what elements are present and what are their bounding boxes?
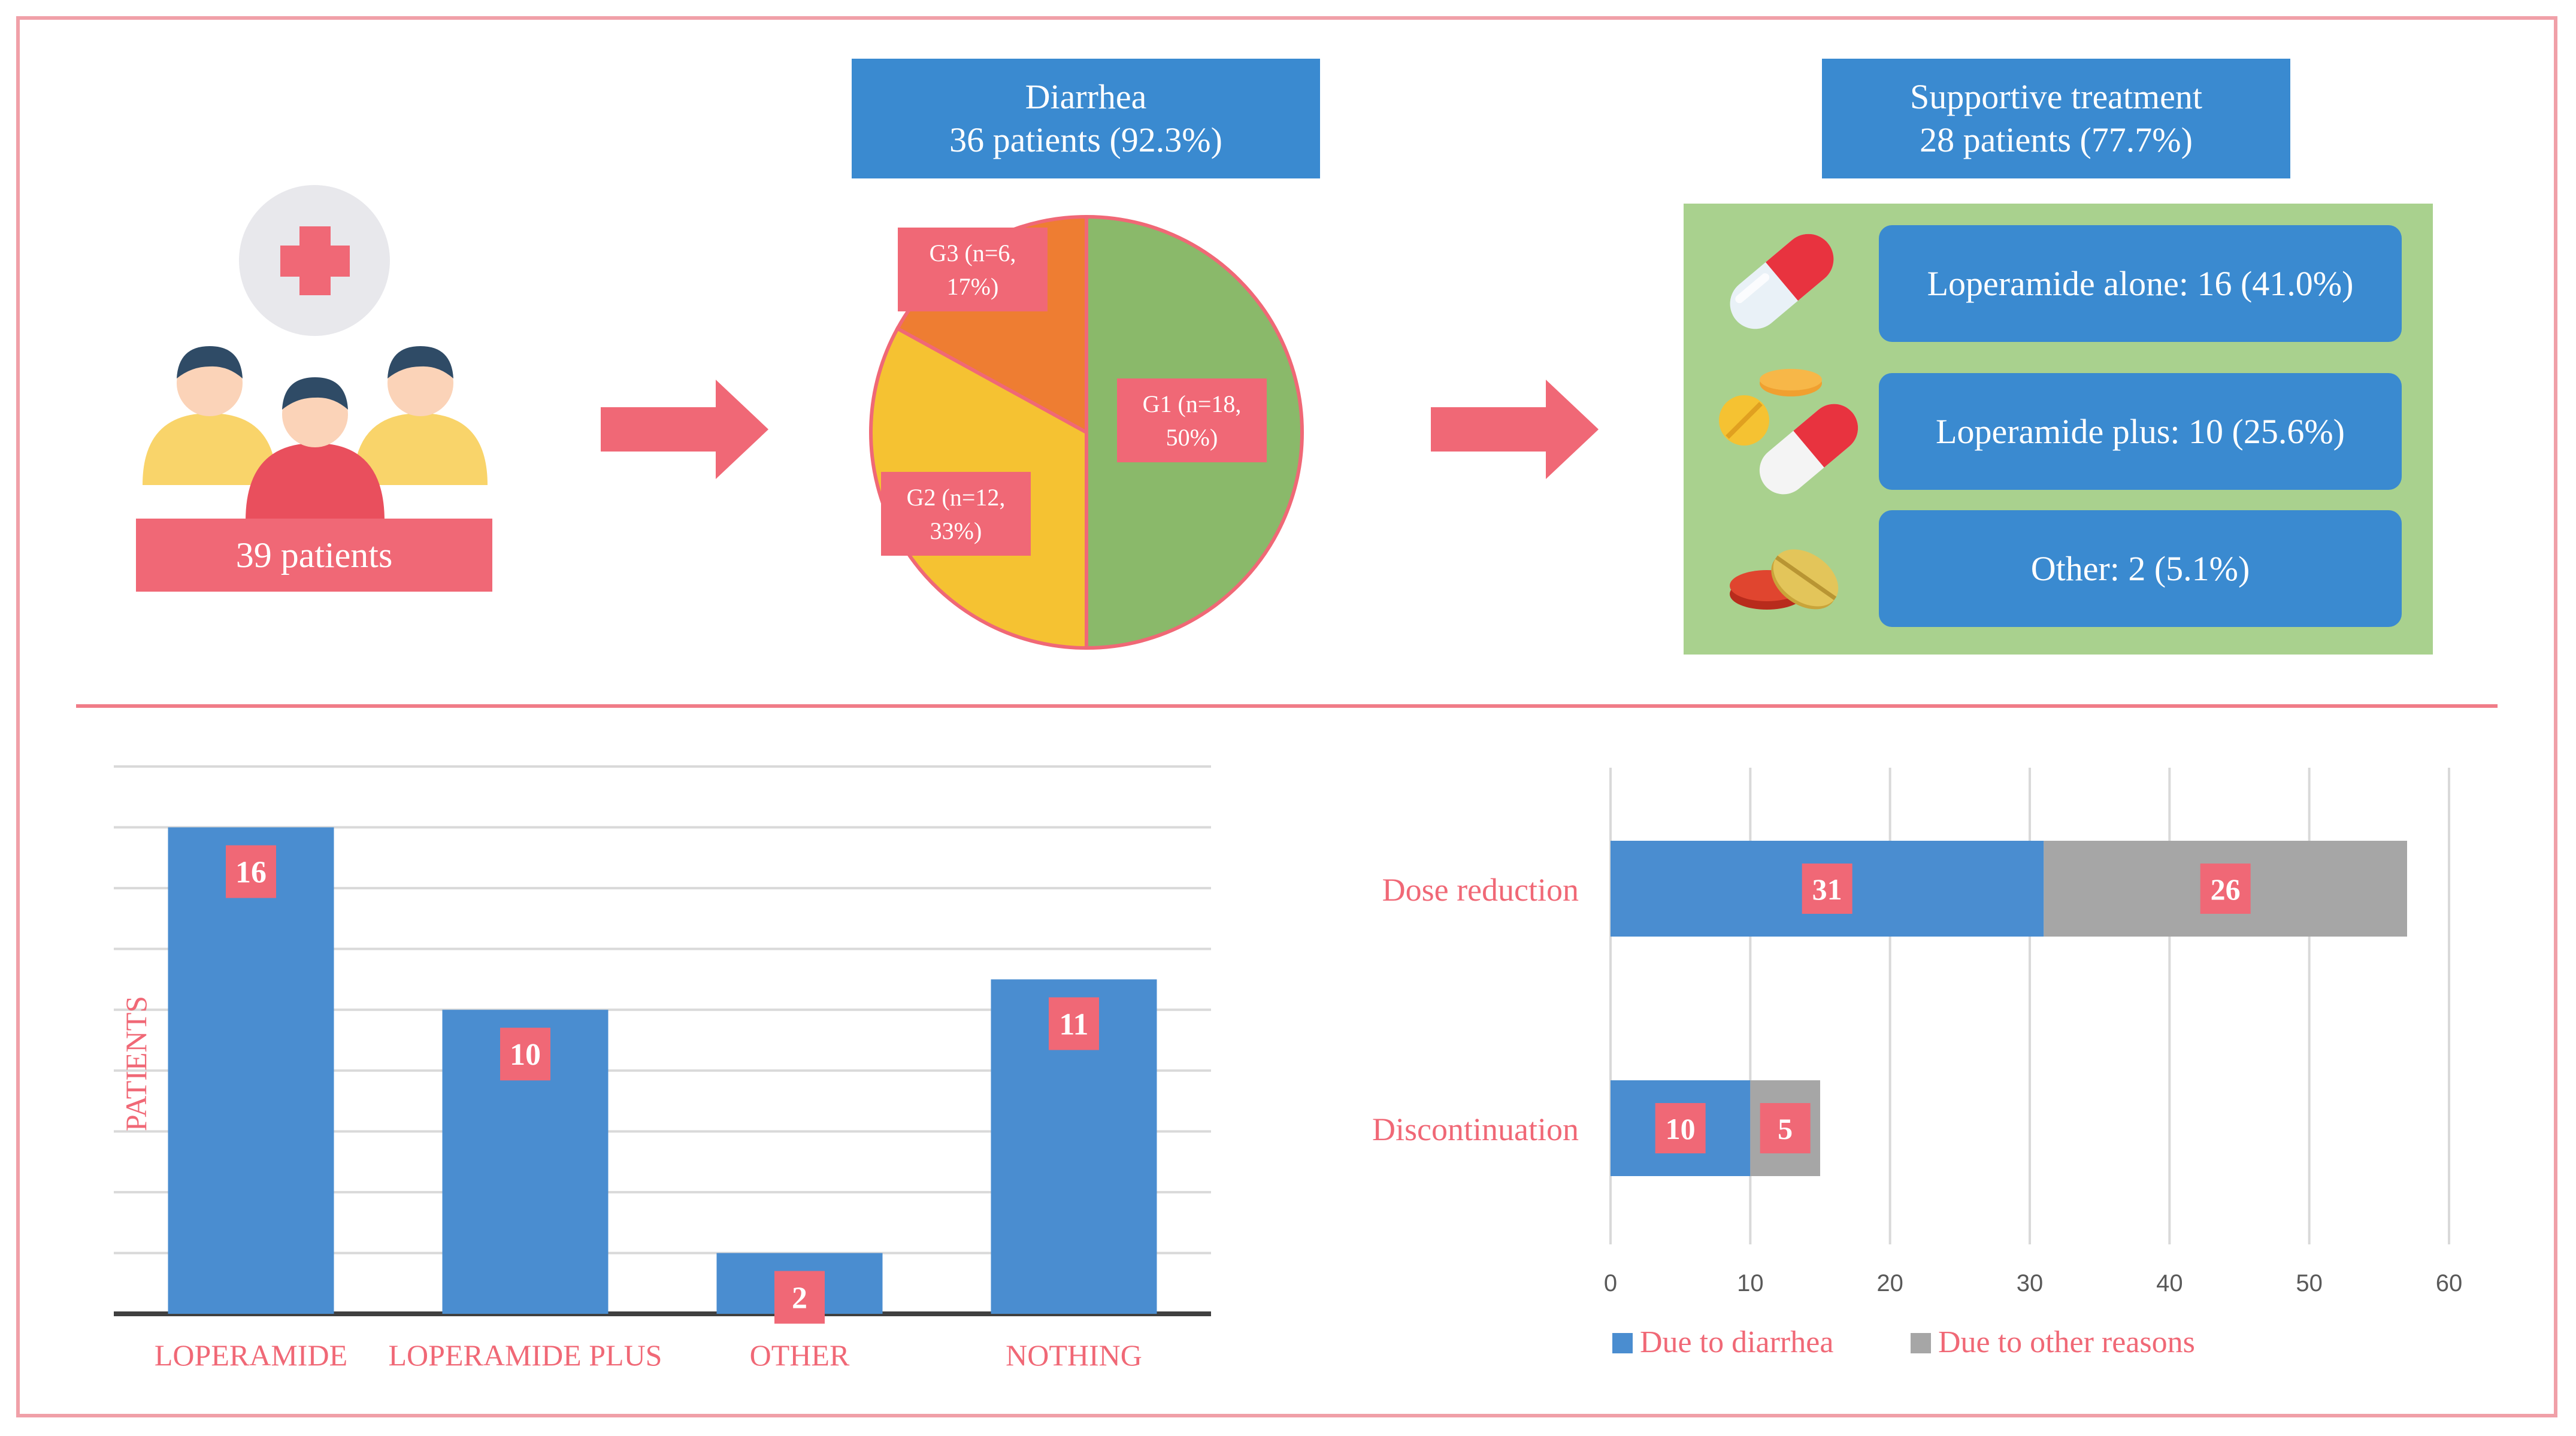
diarrhea-title: Diarrhea [1025,77,1147,116]
section-divider [76,704,2498,708]
treatment-loperamide-plus: Loperamide plus: 10 (25.6%) [1879,373,2402,490]
treatment-other: Other: 2 (5.1%) [1879,510,2402,627]
treatment-loperamide-alone: Loperamide alone: 16 (41.0%) [1879,225,2402,342]
diarrhea-header: Diarrhea 36 patients (92.3%) [852,59,1320,178]
figure-frame [16,16,2557,1417]
supportive-count: 28 patients (77.7%) [1920,120,2193,159]
supportive-treatment-header: Supportive treatment 28 patients (77.7%) [1822,59,2290,178]
patients-count-label: 39 patients [136,519,492,592]
diarrhea-count: 36 patients (92.3%) [949,120,1222,159]
supportive-title: Supportive treatment [1909,77,2203,116]
